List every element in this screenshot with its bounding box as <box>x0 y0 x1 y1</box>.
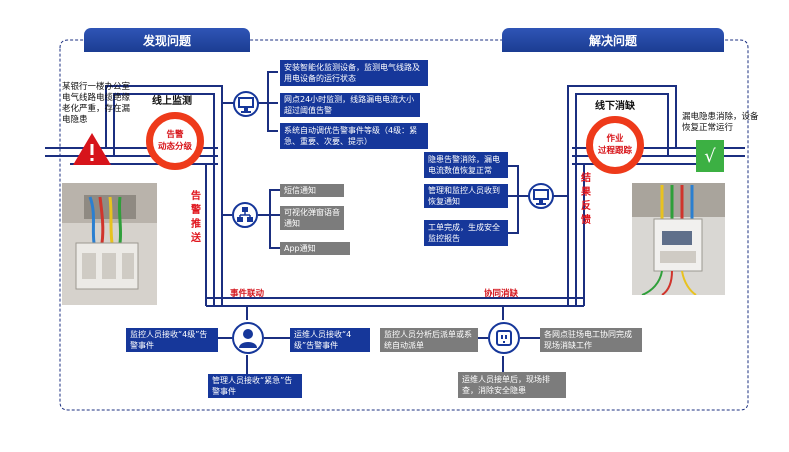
ops-recv-text: 运维人员接收“4级”告警事件 <box>294 330 352 350</box>
push-box-app: App通知 <box>280 242 350 255</box>
intro-text: 某银行一楼办公室电气线路电缆绝缘老化严重，存在漏电隐患 <box>62 82 131 125</box>
event-link-label: 事件联动 <box>230 289 265 299</box>
bottom-branches <box>218 306 540 374</box>
header-left-label: 发现问题 <box>142 33 191 48</box>
dashed-border <box>59 39 749 411</box>
onsite-text: 各网点驻场电工协同完成现场消缺工作 <box>544 330 632 350</box>
cable-photo-right <box>632 183 725 295</box>
push-box-app-text: App通知 <box>284 244 316 253</box>
analyze-text: 监控人员分析后派单或系统自动派单 <box>384 330 472 350</box>
monitor-box-3: 系统自动调优告警事件等级（4级：紧急、重要、次要、提示） <box>280 123 428 149</box>
mgr-recv-text: 管理人员接收“紧急”告警事件 <box>212 376 293 396</box>
push-box-sms-text: 短信通知 <box>284 186 316 195</box>
monitor-recv-box: 监控人员接收“4级”告警事件 <box>126 328 218 352</box>
result-box-2: 管理和监控人员收到恢复通知 <box>424 184 508 208</box>
monitor-icon <box>233 91 259 117</box>
monitor-recv-text: 监控人员接收“4级”告警事件 <box>130 330 208 350</box>
alarm-push-label: 告警推送 <box>191 191 201 244</box>
ring-left-line1: 告警 <box>166 130 184 140</box>
cable-photo-left <box>62 183 157 305</box>
alarm-grading-ring: 告警 动态分级 <box>146 112 204 170</box>
ring-right-line1: 作业 <box>606 134 624 144</box>
column-lines <box>205 164 585 306</box>
network-icon <box>232 202 258 228</box>
ring-left-line2: 动态分级 <box>157 142 192 152</box>
push-box-sms: 短信通知 <box>280 184 344 197</box>
user-icon <box>232 322 264 354</box>
coop-label: 协同消缺 <box>484 289 519 299</box>
monitor-box-3-text: 系统自动调优告警事件等级（4级：紧急、重要、次要、提示） <box>284 126 418 146</box>
ring-right-line2: 过程跟踪 <box>597 146 632 156</box>
result-box-2-text: 管理和监控人员收到恢复通知 <box>428 186 500 206</box>
online-monitor-label: 线上监测 <box>152 96 192 107</box>
ops-recv-box: 运维人员接收“4级”告警事件 <box>290 328 370 352</box>
process-tracking-ring: 作业 过程跟踪 <box>586 116 644 174</box>
ops-done-text: 运维人员接单后，现场排查，消除安全隐患 <box>462 375 550 395</box>
check-icon: √ <box>696 140 724 172</box>
header-right-label: 解决问题 <box>588 33 637 48</box>
push-box-popup-text: 可视化弹窗语音通知 <box>284 208 340 228</box>
fixed-text: 漏电隐患消除，设备恢复正常运行 <box>682 112 759 133</box>
ops-done-box: 运维人员接单后，现场排查，消除安全隐患 <box>458 372 566 398</box>
result-box-1: 隐患告警消除，漏电电流数值恢复正常 <box>424 152 508 178</box>
analyze-box: 监控人员分析后派单或系统自动派单 <box>380 328 478 352</box>
monitor-box-1: 安装智能化监测设备，监测电气线路及用电设备的运行状态 <box>280 60 428 86</box>
monitor-box-2-text: 网点24小时监测，线路漏电电流大小超过阈值告警 <box>284 95 415 115</box>
feedback-label: 结果反馈 <box>581 173 591 226</box>
offline-label: 线下消缺 <box>595 101 635 112</box>
mgr-recv-box: 管理人员接收“紧急”告警事件 <box>208 374 302 398</box>
socket-icon <box>488 322 520 354</box>
monitor-box-2: 网点24小时监测，线路漏电电流大小超过阈值告警 <box>280 93 420 117</box>
monitor-icon-right <box>528 183 554 209</box>
onsite-box: 各网点驻场电工协同完成现场消缺工作 <box>540 328 642 352</box>
result-box-3-text: 工单完成，生成安全监控报告 <box>428 223 500 243</box>
header-left: 发现问题 <box>84 28 250 52</box>
result-box-3: 工单完成，生成安全监控报告 <box>424 220 508 246</box>
push-box-popup: 可视化弹窗语音通知 <box>280 206 344 230</box>
header-right: 解决问题 <box>502 28 724 52</box>
bottom-bus <box>206 297 584 307</box>
warning-triangle-icon <box>72 132 112 166</box>
result-box-1-text: 隐患告警消除，漏电电流数值恢复正常 <box>428 155 500 175</box>
monitor-box-1-text: 安装智能化监测设备，监测电气线路及用电设备的运行状态 <box>284 63 420 83</box>
